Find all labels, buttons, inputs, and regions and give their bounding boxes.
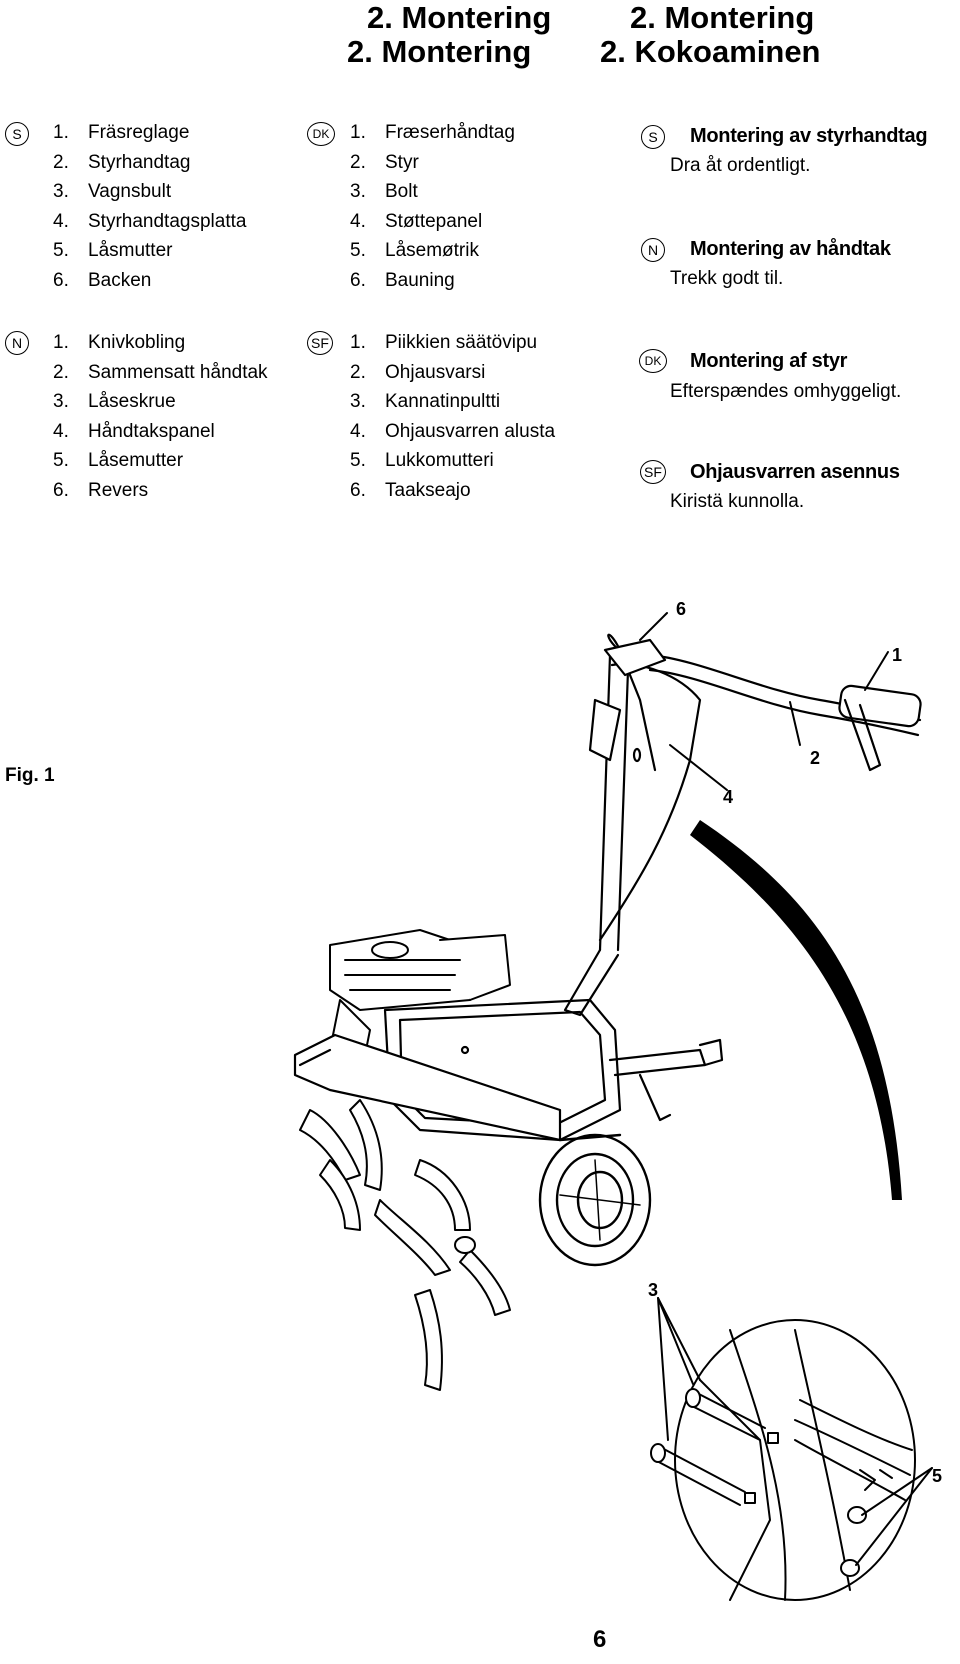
callout-6: 6	[676, 599, 687, 619]
list-item: 6.Taakseajo	[350, 479, 471, 501]
list-item: 6.Revers	[53, 479, 149, 501]
title-montering-s: 2. Montering	[367, 0, 552, 35]
note-heading-s: Montering av styrhandtag	[690, 125, 928, 147]
list-item: 1.Knivkobling	[53, 332, 186, 353]
swoosh-arc	[690, 820, 902, 1200]
lang-badge-s: S	[5, 122, 29, 146]
callout-3: 3	[648, 1280, 659, 1300]
list-item: 6.Backen	[53, 269, 152, 291]
list-item: 4.Håndtakspanel	[53, 420, 215, 442]
list-item: 5.Låsemøtrik	[350, 240, 479, 261]
callout-5: 5	[932, 1466, 943, 1486]
list-item: 3.Bolt	[350, 181, 418, 202]
note-heading-dk: Montering af styr	[690, 350, 848, 372]
list-item: 5.Låsmutter	[53, 240, 173, 261]
note-text-dk: Efterspændes omhyggeligt.	[670, 381, 902, 402]
note-badge-n: N	[641, 238, 665, 262]
detail-circle	[650, 1319, 916, 1601]
title-montering-n: 2. Montering	[630, 0, 815, 35]
list-item: 4.Ohjausvarren alusta	[350, 420, 556, 442]
title-montering-dk: 2. Montering	[347, 34, 532, 69]
list-item: 3.Låseskrue	[53, 391, 176, 412]
note-heading-sf: Ohjausvarren asennus	[690, 461, 900, 483]
callout-1: 1	[892, 645, 903, 665]
leader-lines	[639, 612, 933, 1566]
list-item: 5.Lukkomutteri	[350, 450, 494, 471]
tines	[299, 1099, 511, 1391]
note-text-n: Trekk godt til.	[670, 268, 784, 289]
parts-list-dk: 1.Fræserhåndtag 2.Styr 3.Bolt 4.Støttepa…	[350, 118, 515, 295]
list-item: 2.Styrhandtag	[53, 151, 191, 173]
list-item: 4.Styrhandtagsplatta	[53, 210, 247, 232]
title-kokoaminen-sf: 2. Kokoaminen	[600, 34, 821, 69]
note-badge-s: S	[641, 125, 665, 149]
note-text-s: Dra åt ordentligt.	[670, 155, 811, 176]
list-item: 1.Fräsreglage	[53, 122, 190, 143]
list-item: 2.Sammensatt håndtak	[53, 361, 268, 383]
note-heading-n: Montering av håndtak	[690, 238, 891, 260]
list-item: 1.Piikkien säätövipu	[350, 332, 538, 353]
lang-badge-n: N	[5, 331, 29, 355]
parts-list-n: 1.Knivkobling 2.Sammensatt håndtak 3.Lås…	[53, 328, 268, 505]
list-item: 5.Låsemutter	[53, 450, 184, 471]
note-text-sf: Kiristä kunnolla.	[670, 491, 805, 512]
list-item: 3.Kannatinpultti	[350, 391, 501, 412]
lang-badge-dk: DK	[307, 122, 335, 146]
list-item: 2.Styr	[350, 151, 419, 173]
note-badge-sf: SF	[640, 460, 666, 484]
handlebar	[588, 633, 922, 952]
list-item: 6.Bauning	[350, 269, 455, 291]
note-badge-dk: DK	[639, 349, 667, 373]
list-item: 4.Støttepanel	[350, 210, 483, 232]
lang-badge-sf: SF	[307, 331, 333, 355]
parts-list-s: 1.Fräsreglage 2.Styrhandtag 3.Vagnsbult …	[53, 118, 246, 295]
figure-label: Fig. 1	[5, 765, 55, 786]
list-item: 3.Vagnsbult	[53, 181, 172, 202]
page-number: 6	[593, 1626, 607, 1653]
callout-4: 4	[723, 787, 734, 807]
list-item: 2.Ohjausvarsi	[350, 361, 486, 383]
transport-wheel	[538, 1133, 652, 1267]
list-item: 1.Fræserhåndtag	[350, 122, 515, 143]
engine	[329, 929, 511, 1081]
callout-2: 2	[810, 748, 821, 768]
parts-list-sf: 1.Piikkien säätövipu 2.Ohjausvarsi 3.Kan…	[350, 328, 555, 505]
